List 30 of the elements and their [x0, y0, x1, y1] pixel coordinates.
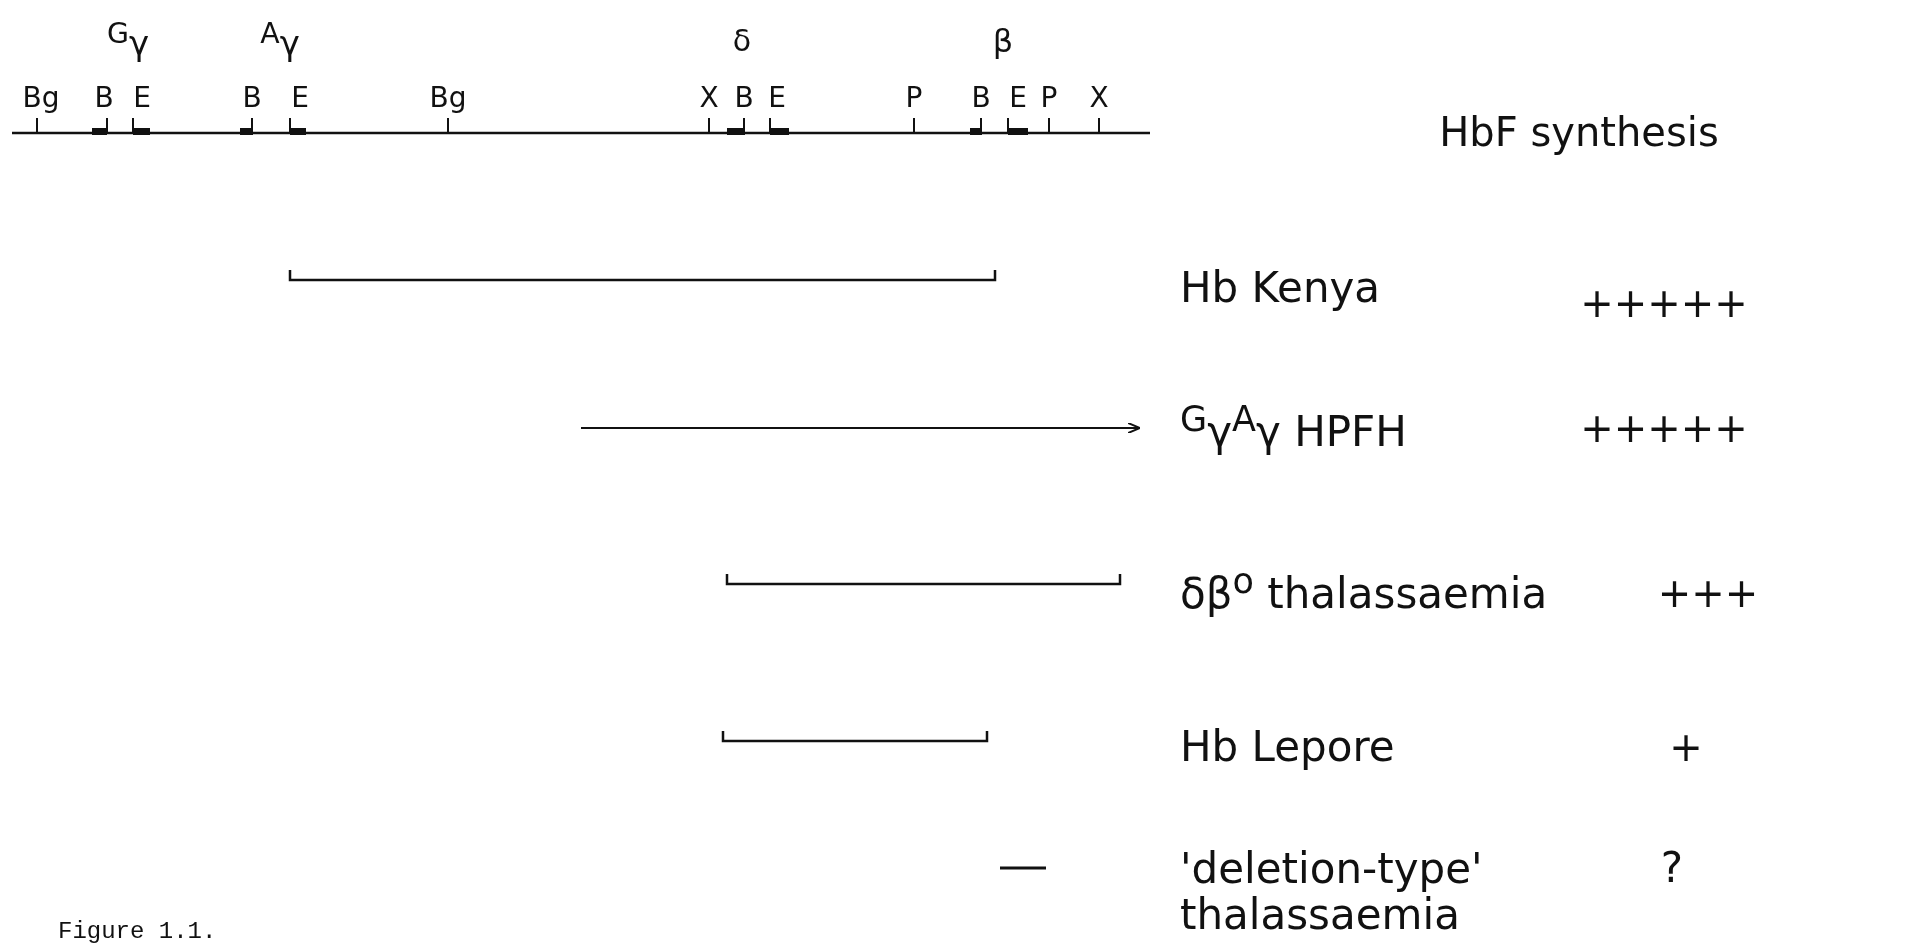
gene-symbol: δ	[732, 23, 752, 57]
site-label: B	[94, 82, 114, 114]
score-text: +	[1669, 725, 1703, 769]
score-text: +++++	[1580, 406, 1748, 450]
site-label: P	[905, 82, 923, 114]
site-label: Bg	[22, 82, 60, 114]
site-label: E	[291, 82, 309, 114]
site-label: B	[734, 82, 754, 114]
site-label: P	[1040, 82, 1058, 114]
site-label: X	[1089, 82, 1109, 114]
gene-symbol: $^{A}$γ	[260, 17, 300, 63]
figure-caption: Figure 1.1.	[58, 918, 217, 946]
site-label: Bg	[429, 82, 467, 114]
gene-symbol: $^{G}$γ	[106, 17, 150, 63]
site-label: E	[1009, 82, 1027, 114]
site-label: E	[768, 82, 786, 114]
score-text: +++	[1657, 571, 1759, 615]
site-label: E	[133, 82, 151, 114]
score-text: ?	[1660, 844, 1684, 892]
row-label: Hb Kenya	[1180, 264, 1381, 312]
column-heading: HbF synthesis	[1439, 110, 1719, 154]
site-label: B	[971, 82, 991, 114]
row-label: δβ$^{o}$ thalassaemia	[1180, 562, 1548, 618]
site-label: B	[242, 82, 262, 114]
row-label: Hb Lepore	[1180, 723, 1395, 771]
row-label: $^{G}$γ$^{A}$γ HPFH	[1180, 400, 1407, 456]
gene-symbol: β	[992, 24, 1014, 60]
score-text: +++++	[1580, 281, 1748, 325]
site-label: X	[699, 82, 719, 114]
row-label: 'deletion-type' thalassaemia	[1180, 845, 1484, 939]
